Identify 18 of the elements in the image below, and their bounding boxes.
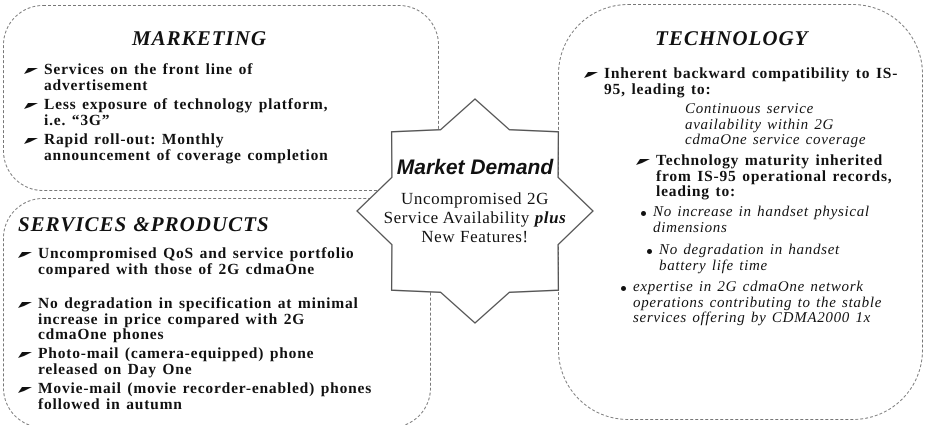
sub-item: expertise in 2G cdmaOne network operations contributing to the stable services offering by CDMA2000 1x <box>621 280 913 326</box>
section-heading: TECHNOLOGY <box>655 26 808 51</box>
star-heading: Market Demand <box>396 156 554 180</box>
bullet-item: Photo-mail (camera-equipped) phone released on Day One <box>18 346 378 377</box>
bullet-item: No degradation in specification at minimal increase in price compared with 2G cdmaOne phones <box>18 296 378 342</box>
sub-item: No increase in handset physical dimensions <box>641 205 903 236</box>
bullet-item: Less exposure of technology platform, i.e. “3G” <box>24 97 354 128</box>
sub-item: No degradation in handset battery life time <box>647 243 859 274</box>
bullet-item: Inherent backward compatibility to IS-95, leading to: <box>584 66 899 97</box>
star-text: Uncompromised 2G Service Availability plus New Features! <box>382 189 568 246</box>
bullet-item: Services on the front line of advertisement <box>24 62 354 93</box>
bullet-item: Uncompromised QoS and service portfolio compared with those of 2G cdmaOne <box>18 246 378 277</box>
section-heading: MARKETING <box>132 26 268 51</box>
section-heading: SERVICES &PRODUCTS <box>18 212 270 237</box>
bullet-item: Rapid roll-out: Monthly announcement of coverage completion <box>24 132 334 163</box>
bullet-item: Movie-mail (movie recorder-enabled) phones followed in autumn <box>18 381 378 412</box>
sub-item: Continuous service availability within 2G cdmaOne service coverage <box>685 102 868 148</box>
bullet-item: Technology maturity inherited from IS-95 operational records, leading to: <box>636 153 916 200</box>
